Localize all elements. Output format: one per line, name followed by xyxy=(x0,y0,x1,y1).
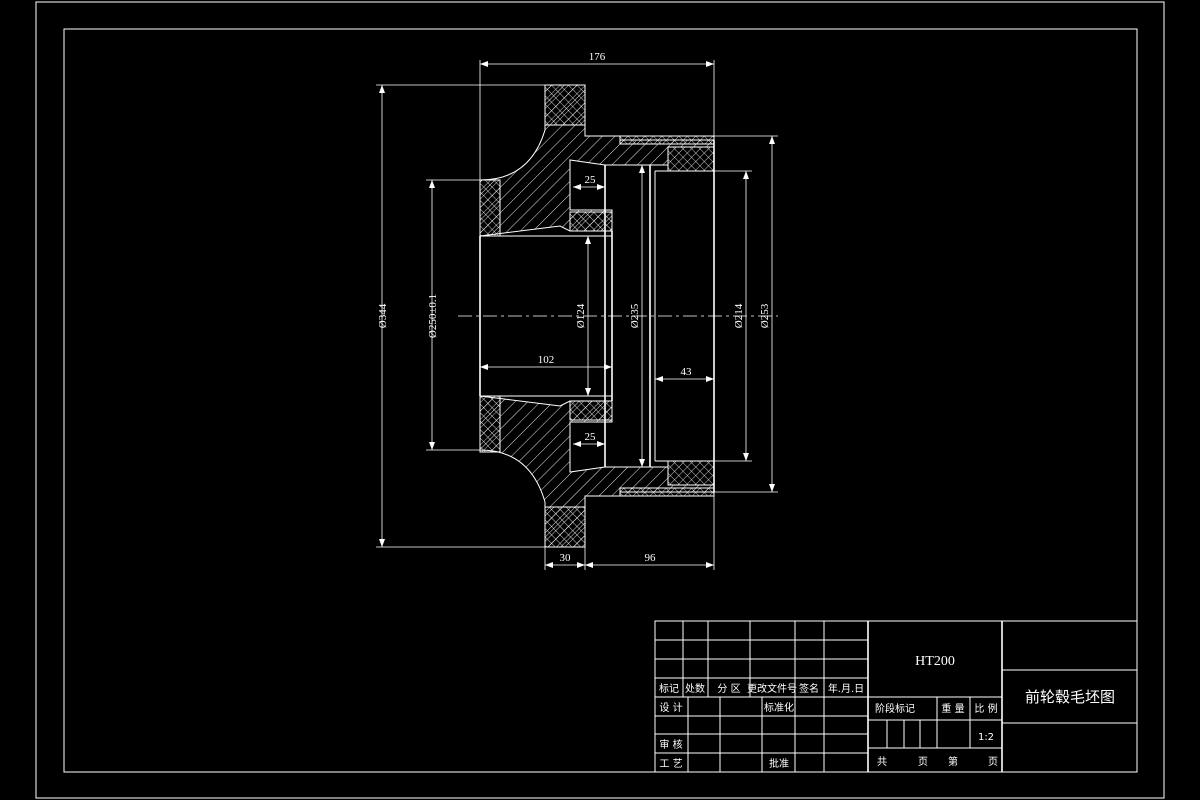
sign-row-process: 工 艺 xyxy=(659,758,682,770)
allowance-lower-flange xyxy=(544,506,586,548)
allowance-lower-seat xyxy=(667,460,715,486)
drawing-title: 前轮毂毛坯图 xyxy=(1025,688,1115,706)
dim-30: 30 xyxy=(560,552,572,564)
dim-43: 43 xyxy=(681,366,693,378)
dim-25-lower: 25 xyxy=(585,431,597,443)
sheet-no-a: 第 xyxy=(948,755,958,768)
dim-176: 176 xyxy=(589,51,606,63)
outer-border xyxy=(35,1,1165,799)
rev-header-0: 标记 xyxy=(659,683,679,695)
allowance-upper-seat xyxy=(667,146,715,172)
dim-124: Ø124 xyxy=(575,303,587,328)
allowance-upper-bore xyxy=(569,211,613,232)
sheet-no-b: 页 xyxy=(988,756,998,768)
rev-header-4: 签名 xyxy=(799,682,819,695)
allowance-upper-pilot xyxy=(479,179,501,237)
allowance-upper-lip xyxy=(619,135,715,145)
dim-235: Ø235 xyxy=(629,303,641,328)
dim-25-upper: 25 xyxy=(585,174,597,186)
sign-row-review: 审 核 xyxy=(659,738,682,751)
allowance-lower-lip xyxy=(619,487,715,497)
dim-253: Ø253 xyxy=(759,303,771,328)
dim-214: Ø214 xyxy=(733,303,745,328)
standardization-label: 标准化 xyxy=(764,701,794,714)
rev-header-1: 处数 xyxy=(685,682,705,695)
approve-label: 批准 xyxy=(769,757,789,770)
material-label: HT200 xyxy=(915,654,955,669)
dim-344: Ø344 xyxy=(377,303,389,328)
rev-header-2: 分 区 xyxy=(717,683,740,695)
allowance-lower-pilot xyxy=(479,395,501,453)
dimensions: 176 Ø344 Ø250±0.1 Ø124 Ø235 Ø214 Ø253 25 xyxy=(376,51,778,570)
sheets-total-a: 共 xyxy=(877,756,887,768)
title-block: HT200 前轮毂毛坯图 标记 处数 分 区 更改文件号 签名 年.月.日 设 … xyxy=(654,620,1138,773)
rev-header-3: 更改文件号 xyxy=(747,682,797,695)
scale-label: 比 例 xyxy=(974,702,997,715)
dim-250: Ø250±0.1 xyxy=(427,294,439,338)
sign-row-design: 设 计 xyxy=(659,701,682,714)
allowance-lower-bore xyxy=(569,400,613,421)
hub-section-view xyxy=(458,84,778,548)
stage-mark-label: 阶段标记 xyxy=(875,702,915,715)
scale-value: 1:2 xyxy=(978,732,994,743)
inner-border xyxy=(63,28,1138,773)
rev-header-5: 年.月.日 xyxy=(828,682,864,695)
dim-102: 102 xyxy=(538,354,555,366)
allowance-upper-flange xyxy=(544,84,586,126)
dim-96: 96 xyxy=(645,552,657,564)
weight-label: 重 量 xyxy=(941,702,964,715)
sheets-total-b: 页 xyxy=(918,756,928,768)
